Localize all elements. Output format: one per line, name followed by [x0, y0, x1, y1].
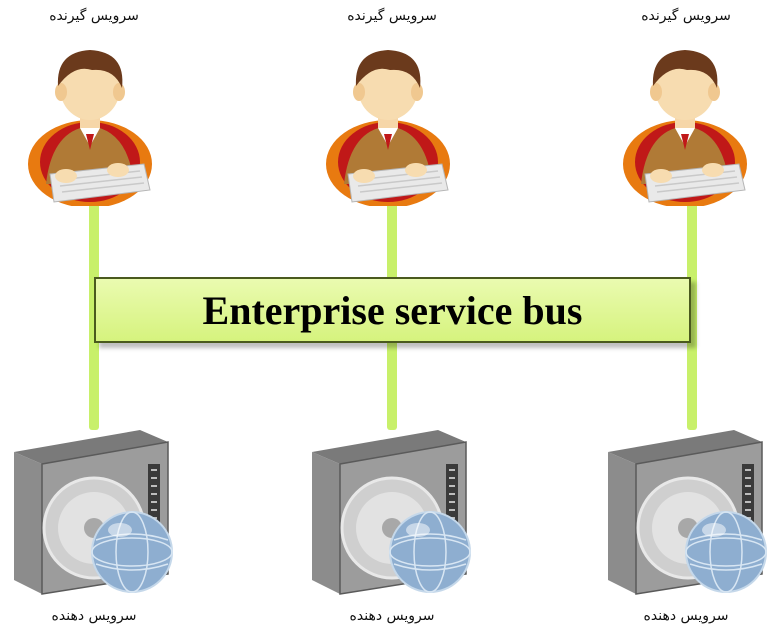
connector-line-right [687, 200, 697, 430]
user-at-keyboard-icon [623, 50, 747, 206]
provider-label-left: سرویس دهنده [51, 608, 137, 624]
bus-label: Enterprise service bus [202, 287, 583, 333]
consumer-label-right: سرویس گیرنده [641, 8, 731, 24]
server-globe-icon [14, 430, 173, 595]
provider-label-center: سرویس دهنده [349, 608, 435, 624]
consumer-label-left: سرویس گیرنده [49, 8, 139, 24]
user-at-keyboard-icon [326, 50, 450, 206]
user-at-keyboard-icon [28, 50, 152, 206]
server-globe-icon [608, 430, 767, 595]
consumer-label-center: سرویس گیرنده [347, 8, 437, 24]
enterprise-service-bus: Enterprise service bus [94, 277, 691, 343]
server-globe-icon [312, 430, 471, 595]
provider-label-right: سرویس دهنده [643, 608, 729, 624]
